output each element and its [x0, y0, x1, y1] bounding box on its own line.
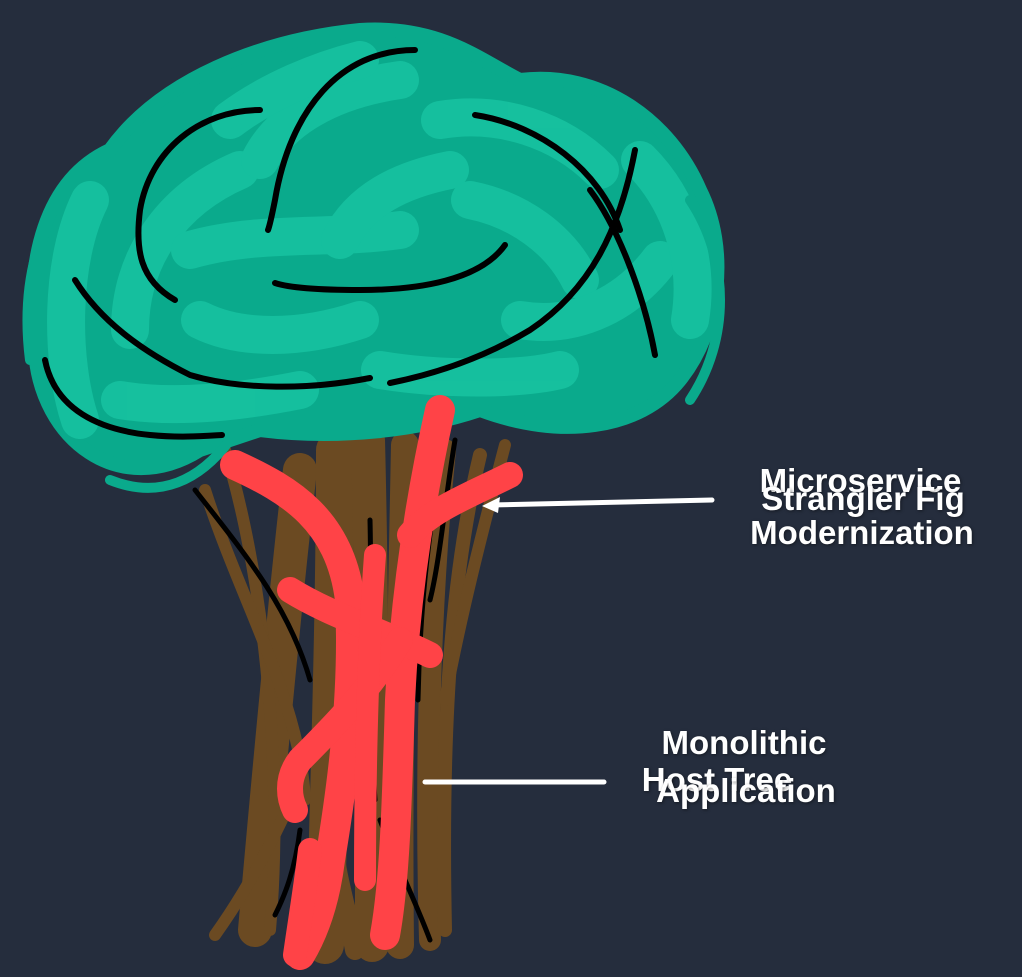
label-strangler-fig: Strangler Fig	[738, 482, 988, 515]
label-application: Application	[636, 774, 856, 807]
strangler-fig-pointer	[490, 500, 712, 505]
label-monolithic: Monolithic	[640, 726, 848, 759]
label-modernization: Modernization	[724, 516, 1000, 549]
tree-canopy	[28, 30, 720, 488]
